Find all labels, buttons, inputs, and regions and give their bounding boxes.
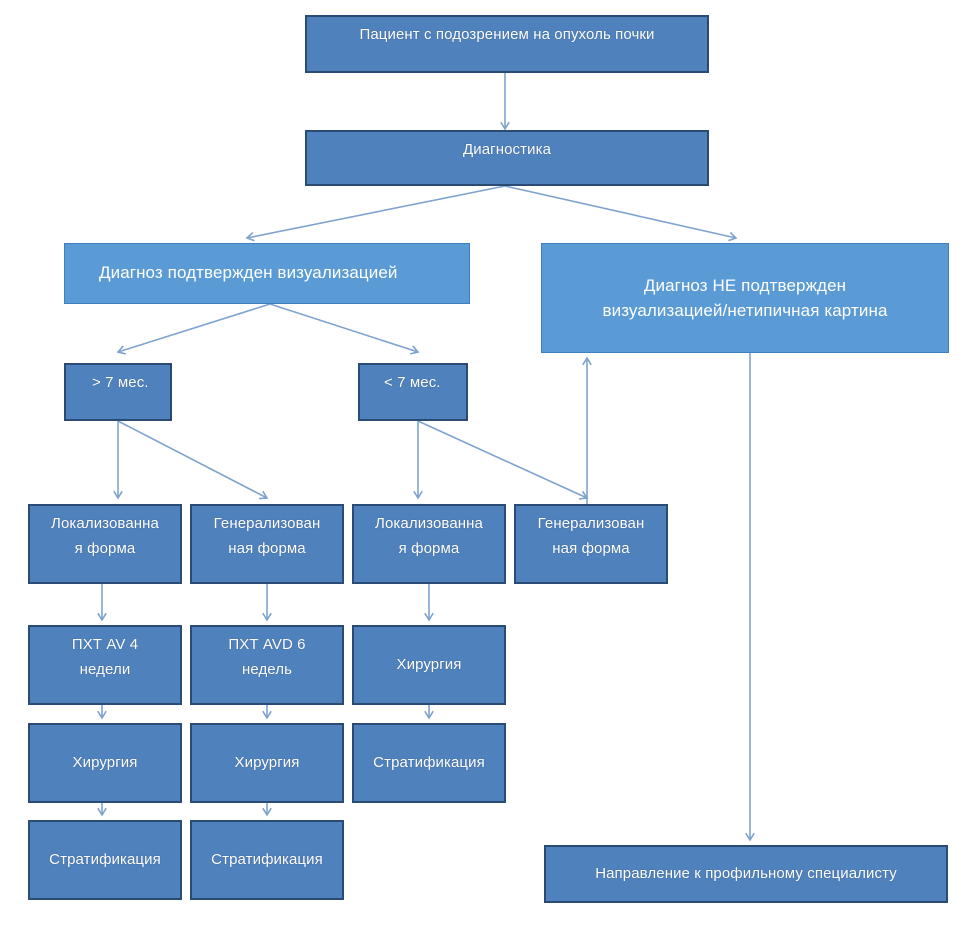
arrow-confirmed-to-over7 xyxy=(117,303,271,353)
arrow-diagnostics-to-confirmed-head xyxy=(245,231,255,242)
node-stratification-under-7: Стратификация xyxy=(352,723,506,803)
node-diagnosis-not-confirmed: Диагноз НЕ подтвержден визуализацией/нет… xyxy=(541,243,949,353)
arrow-over7-to-generalized xyxy=(117,420,268,499)
node-generalized-form-under-7: Генерализован ная форма xyxy=(514,504,668,584)
arrow-confirmed-to-under7 xyxy=(269,303,419,353)
node-generalized-form-over-7: Генерализован ная форма xyxy=(190,504,344,584)
arrow-diagnostics-to-not-confirmed xyxy=(504,185,737,239)
node-diagnosis-confirmed-by-imaging: Диагноз подтвержден визуализацией xyxy=(64,243,470,304)
arrow-over7-to-generalized-head xyxy=(258,490,269,500)
arrow-confirmed-to-over7-head xyxy=(116,345,126,355)
arrow-over7-to-localized-head xyxy=(113,490,123,500)
arrow-surgery1-to-stratification-head xyxy=(97,807,107,817)
node-chemo-av-4-weeks: ПХТ AV 4 недели xyxy=(28,625,182,705)
arrow-under7-to-localized-head xyxy=(413,490,423,500)
arrow-diagnostics-to-confirmed xyxy=(246,185,506,239)
arrow-avd6-to-surgery-head xyxy=(262,710,272,720)
node-stratification-localized-over-7: Стратификация xyxy=(28,820,182,900)
arrow-under7-to-generalized xyxy=(417,420,588,499)
arrow-surgery-under7-to-stratification-head xyxy=(424,710,434,720)
arrow-diagnostics-to-not-confirmed-head xyxy=(728,231,738,242)
arrow-not-confirmed-to-referral-head xyxy=(745,832,755,842)
arrow-patient-to-diagnostics-head xyxy=(500,121,510,131)
node-patient-suspected-kidney-tumor: Пациент с подозрением на опухоль почки xyxy=(305,15,709,73)
arrow-surgery2-to-stratification-head xyxy=(262,807,272,817)
node-localized-form-under-7: Локализованна я форма xyxy=(352,504,506,584)
arrow-generalized-to-avd6-head xyxy=(262,612,272,622)
arrow-generalized-under7-to-not-confirmed-head xyxy=(582,356,592,366)
node-surgery-generalized-over-7: Хирургия xyxy=(190,723,344,803)
arrow-localized-under7-to-surgery-head xyxy=(424,612,434,622)
node-chemo-avd-6-weeks: ПХТ AVD 6 недель xyxy=(190,625,344,705)
node-stratification-generalized-over-7: Стратификация xyxy=(190,820,344,900)
node-age-over-7-months: > 7 мес. xyxy=(64,363,172,421)
node-diagnostics: Диагностика xyxy=(305,130,709,186)
node-localized-form-over-7: Локализованна я форма xyxy=(28,504,182,584)
arrow-confirmed-to-under7-head xyxy=(410,345,420,355)
node-surgery-under-7: Хирургия xyxy=(352,625,506,705)
arrow-av4-to-surgery-head xyxy=(97,710,107,720)
node-referral-to-specialist: Направление к профильному специалисту xyxy=(544,845,948,903)
arrow-localized-to-av4-head xyxy=(97,612,107,622)
node-age-under-7-months: < 7 мес. xyxy=(358,363,468,421)
node-surgery-localized-over-7: Хирургия xyxy=(28,723,182,803)
